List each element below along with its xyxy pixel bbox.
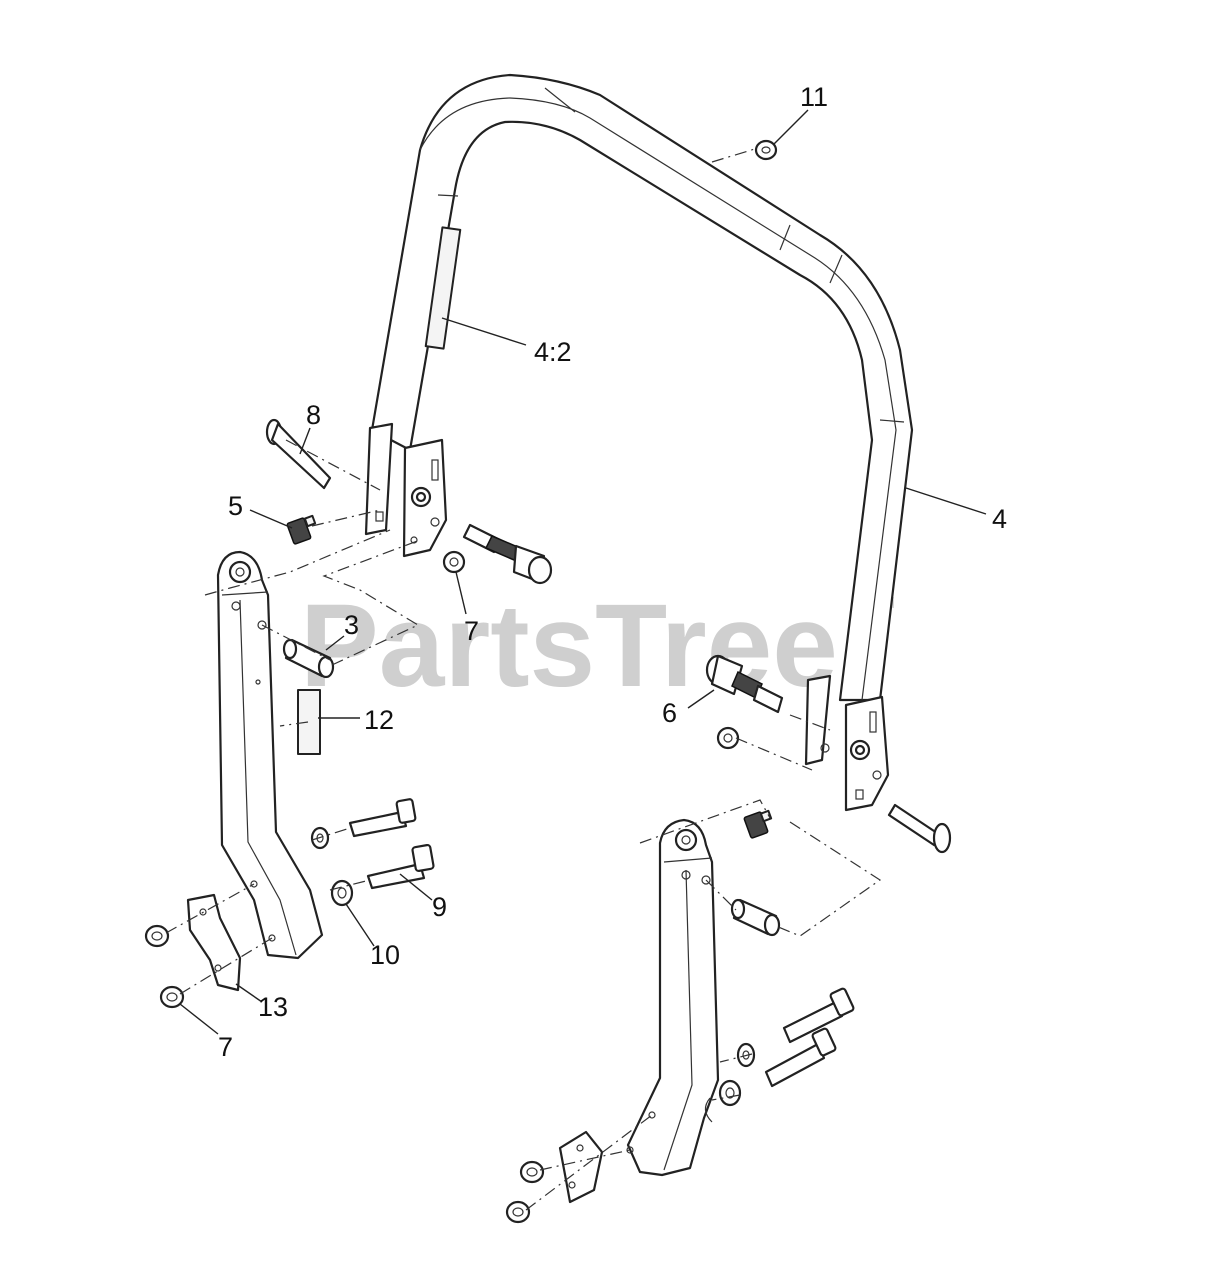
right-upright [626,818,720,1177]
callout-4: 4 [992,504,1007,534]
clevis-pin-8 [265,418,332,490]
callout-7-center: 7 [464,616,479,646]
washer-10-lower [330,879,354,907]
flange-nut-right-lower-a [519,1160,545,1184]
flange-nut-right-lower-b [505,1200,531,1224]
roll-bar-upper [370,73,914,702]
backing-plate-right [558,1130,604,1204]
latch-pin-6 [705,654,784,714]
latch-pin-left [462,523,553,585]
callout-6: 6 [662,698,677,728]
callout-4-2: 4:2 [534,337,572,367]
bolt-9-lower [366,843,435,890]
callout-11: 11 [800,82,828,112]
cap-11 [754,139,778,161]
flange-nut-7-left-upper [144,924,170,948]
callout-8: 8 [306,400,321,430]
decal-12 [297,689,321,755]
roll-bar-right-bracket [804,674,890,812]
callout-5: 5 [228,491,243,521]
spacer-3 [282,638,335,679]
washer-right-lower [718,1079,742,1107]
callout-9: 9 [432,892,447,922]
callout-3: 3 [344,610,359,640]
retainer-knob-right [743,809,773,839]
flange-nut-7-center [442,550,466,574]
flange-nut-right-upper [716,726,740,750]
roll-bar-left-bracket [364,422,448,558]
callout-13: 13 [258,992,288,1022]
callout-7-bottom: 7 [218,1032,233,1062]
callout-labels: 11 4:2 8 4 5 3 7 6 12 9 10 13 7 [218,82,1007,1062]
spacer-right [730,898,781,937]
backing-plate-13 [186,893,242,992]
leader-lines [179,109,987,1035]
callout-12: 12 [364,705,394,735]
clevis-pin-right [887,803,952,854]
callout-10: 10 [370,940,400,970]
left-upright [216,550,324,960]
bolt-right-lower [764,1027,837,1088]
bolt-9-upper [348,798,417,838]
bolt-right-upper [782,987,855,1044]
retainer-knob-5 [286,514,317,545]
flange-nut-7-left-lower [159,985,185,1009]
